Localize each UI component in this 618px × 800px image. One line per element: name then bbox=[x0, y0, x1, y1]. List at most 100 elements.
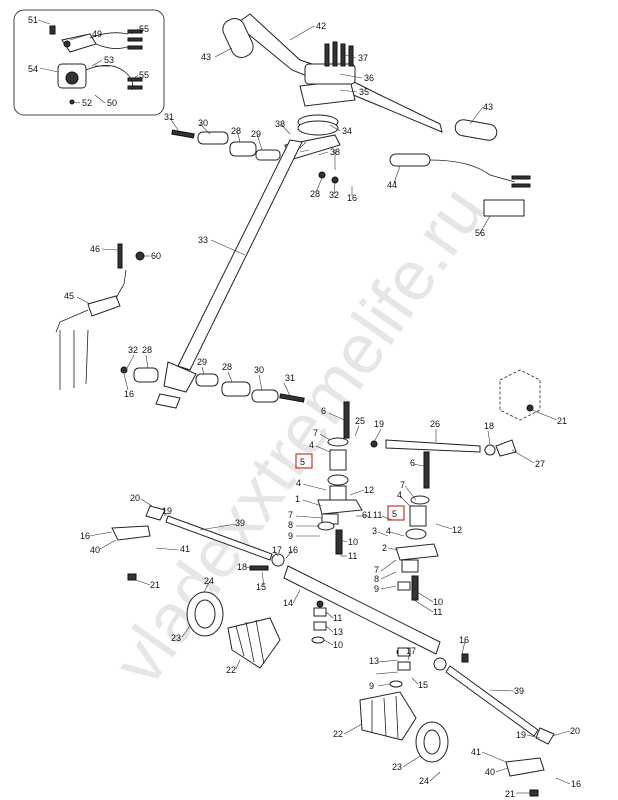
callout-24: 24 bbox=[419, 776, 429, 786]
center-bar bbox=[283, 565, 447, 671]
callout-19: 19 bbox=[162, 506, 172, 516]
callout-1: 1 bbox=[295, 494, 300, 504]
tie-rod-upper bbox=[370, 439, 517, 457]
callout-11: 11 bbox=[433, 607, 442, 617]
callout-9: 9 bbox=[288, 531, 293, 541]
callout-10: 10 bbox=[433, 597, 443, 607]
callout-46: 46 bbox=[90, 244, 100, 254]
highlight-part-5-right bbox=[387, 505, 405, 521]
callout-16: 16 bbox=[124, 389, 134, 399]
callout-29: 29 bbox=[197, 357, 207, 367]
callout-45: 45 bbox=[64, 291, 74, 301]
callout-16: 16 bbox=[80, 531, 90, 541]
callout-50: 50 bbox=[107, 98, 117, 108]
callout-40: 40 bbox=[90, 545, 100, 555]
callout-39: 39 bbox=[514, 686, 524, 696]
callout-7: 7 bbox=[313, 428, 318, 438]
callout-11: 11 bbox=[348, 551, 357, 561]
callout-11: 11 bbox=[373, 510, 382, 520]
callout-41: 41 bbox=[180, 544, 190, 554]
callout-39: 39 bbox=[235, 518, 245, 528]
callout-14: 14 bbox=[283, 598, 293, 608]
callout-31: 31 bbox=[285, 373, 295, 383]
callout-21: 21 bbox=[557, 416, 567, 426]
throttle-assembly bbox=[55, 243, 145, 390]
upper-linkage bbox=[171, 129, 341, 184]
callout-35: 35 bbox=[359, 87, 369, 97]
callout-38: 38 bbox=[275, 119, 285, 129]
inset-frame bbox=[13, 9, 165, 116]
callout-61: 61 bbox=[362, 510, 372, 520]
callout-9: 9 bbox=[374, 584, 379, 594]
steering-column bbox=[155, 139, 303, 409]
highlight-part-5-left bbox=[295, 453, 313, 469]
callout-36: 36 bbox=[364, 73, 374, 83]
lower-linkage bbox=[120, 366, 305, 403]
callout-23: 23 bbox=[171, 633, 181, 643]
right-post bbox=[395, 451, 439, 601]
callout-6: 6 bbox=[410, 458, 415, 468]
callout-13: 13 bbox=[369, 656, 379, 666]
callout-17: 17 bbox=[406, 646, 416, 656]
callout-4: 4 bbox=[309, 440, 314, 450]
callout-56: 56 bbox=[475, 228, 485, 238]
callout-37: 37 bbox=[358, 53, 368, 63]
callout-2: 2 bbox=[382, 543, 387, 553]
callout-7: 7 bbox=[400, 480, 405, 490]
callout-3: 3 bbox=[372, 526, 377, 536]
grip-heater bbox=[389, 153, 531, 217]
callout-21: 21 bbox=[150, 580, 160, 590]
callout-10: 10 bbox=[348, 537, 358, 547]
callout-29: 29 bbox=[251, 129, 261, 139]
callout-13: 13 bbox=[333, 627, 343, 637]
callout-10: 10 bbox=[333, 640, 343, 650]
callout-60: 60 bbox=[151, 251, 161, 261]
callout-28: 28 bbox=[310, 189, 320, 199]
callout-9: 9 bbox=[369, 681, 374, 691]
callout-15: 15 bbox=[256, 582, 266, 592]
callout-8: 8 bbox=[374, 574, 379, 584]
callout-28: 28 bbox=[142, 345, 152, 355]
callout-5: 5 bbox=[392, 509, 397, 519]
callout-15: 15 bbox=[418, 680, 428, 690]
callout-55: 55 bbox=[139, 70, 149, 80]
tie-rod-left bbox=[111, 505, 285, 581]
callout-22: 22 bbox=[333, 729, 343, 739]
callout-30: 30 bbox=[254, 365, 264, 375]
left-post bbox=[317, 401, 363, 555]
callout-38: 38 bbox=[330, 147, 340, 157]
callout-16: 16 bbox=[347, 193, 357, 203]
right-spindle-top bbox=[499, 369, 541, 421]
callout-5: 5 bbox=[300, 457, 305, 467]
callout-31: 31 bbox=[164, 112, 174, 122]
callout-54: 54 bbox=[28, 64, 38, 74]
callout-26: 26 bbox=[430, 419, 440, 429]
callout-55: 55 bbox=[139, 24, 149, 34]
callout-12: 12 bbox=[452, 525, 462, 535]
callout-43: 43 bbox=[201, 52, 211, 62]
callout-12: 12 bbox=[364, 485, 374, 495]
callout-42: 42 bbox=[316, 21, 326, 31]
callout-19: 19 bbox=[374, 419, 384, 429]
callout-40: 40 bbox=[485, 767, 495, 777]
callout-25: 25 bbox=[355, 416, 365, 426]
callout-17: 17 bbox=[272, 545, 282, 555]
callout-33: 33 bbox=[198, 235, 208, 245]
callout-16: 16 bbox=[288, 545, 298, 555]
callout-8: 8 bbox=[288, 520, 293, 530]
callout-20: 20 bbox=[570, 726, 580, 736]
callout-4: 4 bbox=[386, 526, 391, 536]
callout-4: 4 bbox=[397, 490, 402, 500]
callout-6: 6 bbox=[321, 406, 326, 416]
callout-28: 28 bbox=[231, 126, 241, 136]
callout-18: 18 bbox=[484, 421, 494, 431]
right-boot bbox=[359, 691, 449, 763]
callout-23: 23 bbox=[392, 762, 402, 772]
callout-28: 28 bbox=[222, 362, 232, 372]
left-boot bbox=[186, 591, 281, 669]
callout-34: 34 bbox=[342, 126, 352, 136]
callout-27: 27 bbox=[535, 459, 545, 469]
callout-49: 49 bbox=[92, 29, 102, 39]
callout-20: 20 bbox=[130, 493, 140, 503]
